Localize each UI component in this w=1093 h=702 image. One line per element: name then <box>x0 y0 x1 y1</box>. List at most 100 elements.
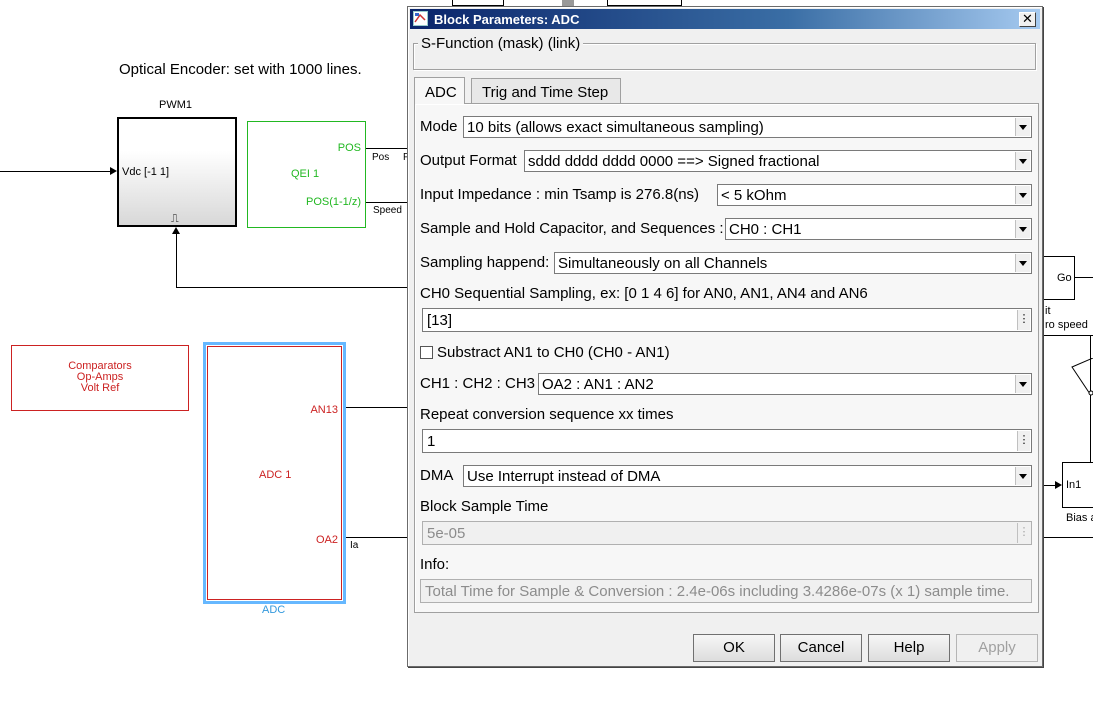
dma-value: Use Interrupt instead of DMA <box>467 468 661 485</box>
sample-hold-select[interactable]: CH0 : CH1 <box>725 218 1032 240</box>
chevron-down-icon <box>1015 152 1030 170</box>
fragment-it: it <box>1045 305 1051 317</box>
adc-block[interactable]: ADC 1 AN13 OA2 <box>203 342 346 604</box>
help-button[interactable]: Help <box>868 634 950 662</box>
cancel-button[interactable]: Cancel <box>780 634 862 662</box>
close-icon[interactable]: ✕ <box>1019 12 1036 27</box>
wire <box>1043 537 1093 538</box>
subtract-checkbox[interactable] <box>420 346 433 359</box>
sampling-value: Simultaneously on all Channels <box>558 255 768 272</box>
more-options-icon[interactable]: ⋮ <box>1017 523 1030 543</box>
input-impedance-value: < 5 kOhm <box>721 187 787 204</box>
signal-speed: Speed <box>373 205 402 216</box>
dma-select[interactable]: Use Interrupt instead of DMA <box>463 465 1032 487</box>
sample-time-value: 5e-05 <box>427 525 466 542</box>
input-impedance-label: Input Impedance : min Tsamp is 276.8(ns) <box>420 186 700 203</box>
adc-port-oa2: OA2 <box>315 534 338 546</box>
comparators-line3: Volt Ref <box>80 382 120 394</box>
dma-label: DMA <box>420 467 454 484</box>
title-bar[interactable]: Block Parameters: ADC ✕ <box>410 9 1040 29</box>
qei-port-speed: POS(1-1/z) <box>305 196 361 208</box>
repeat-label: Repeat conversion sequence xx times <box>420 406 674 423</box>
qei-block[interactable]: QEI 1 POS POS(1-1/z) <box>247 121 366 228</box>
arrow-head <box>110 167 117 175</box>
tab-adc[interactable]: ADC <box>414 77 465 104</box>
chevron-down-icon <box>1015 254 1030 272</box>
arrow-head <box>172 227 180 234</box>
dialog-title: Block Parameters: ADC <box>434 12 580 27</box>
mode-select[interactable]: 10 bits (allows exact simultaneous sampl… <box>463 116 1032 138</box>
mask-groupbox: S-Function (mask) (link) <box>413 35 1036 70</box>
wire <box>1075 277 1093 278</box>
qei-port-pos: POS <box>337 142 361 154</box>
adc-port-an13: AN13 <box>310 404 338 416</box>
signal-pos: Pos <box>372 152 390 163</box>
wire <box>1043 335 1093 336</box>
wire <box>0 171 114 172</box>
output-format-select[interactable]: sddd dddd dddd 0000 ==> Signed fractiona… <box>524 150 1032 172</box>
wire <box>366 148 407 149</box>
wire <box>366 202 407 203</box>
bias-block[interactable]: In1 <box>1062 462 1093 508</box>
ok-button[interactable]: OK <box>693 634 775 662</box>
wire <box>176 233 177 288</box>
chevron-down-icon <box>1015 220 1030 238</box>
adc-tab-panel: Mode 10 bits (allows exact simultaneous … <box>414 103 1039 613</box>
adc-block-body: ADC 1 AN13 OA2 <box>207 346 342 600</box>
chevron-down-icon <box>1015 467 1030 485</box>
bias-in1: In1 <box>1066 479 1082 491</box>
encoder-note: Optical Encoder: set with 1000 lines. <box>119 61 362 78</box>
tab-trig-and-time-step[interactable]: Trig and Time Step <box>471 78 621 103</box>
mode-value: 10 bits (allows exact simultaneous sampl… <box>467 119 764 136</box>
comparators-block[interactable]: Comparators Op-Amps Volt Ref <box>11 345 189 411</box>
input-impedance-select[interactable]: < 5 kOhm <box>717 184 1032 206</box>
ch123-select[interactable]: OA2 : AN1 : AN2 <box>538 373 1032 395</box>
output-format-value: sddd dddd dddd 0000 ==> Signed fractiona… <box>528 153 820 170</box>
more-options-icon[interactable]: ⋮ <box>1017 310 1030 330</box>
more-options-icon[interactable]: ⋮ <box>1017 431 1030 451</box>
sampling-select[interactable]: Simultaneously on all Channels <box>554 252 1032 274</box>
subtract-label: Substract AN1 to CH0 (CH0 - AN1) <box>437 344 670 361</box>
sample-time-input[interactable]: 5e-05 ⋮ <box>422 521 1032 545</box>
wire <box>346 537 407 538</box>
comparators-line2: Op-Amps <box>76 371 124 383</box>
apply-button[interactable]: Apply <box>956 634 1038 662</box>
ch0-seq-label: CH0 Sequential Sampling, ex: [0 1 4 6] f… <box>420 285 868 302</box>
info-label: Info: <box>420 556 450 573</box>
repeat-input[interactable]: 1 ⋮ <box>422 429 1032 453</box>
ch0-seq-input[interactable]: [13] ⋮ <box>422 308 1032 332</box>
bias-label: Bias a <box>1066 512 1093 524</box>
sampling-label: Sampling happend: <box>420 254 550 271</box>
pwm-output-port: ⎍ <box>171 213 179 225</box>
info-value: Total Time for Sample & Conversion : 2.4… <box>425 583 1010 600</box>
adc-caption: ADC <box>262 604 286 616</box>
gain-block[interactable] <box>1070 358 1093 398</box>
fragment-speed: ro speed <box>1045 319 1088 331</box>
adc-name: ADC 1 <box>259 469 292 481</box>
hidden-block-stub <box>607 0 682 6</box>
block-parameters-dialog: Block Parameters: ADC ✕ S-Function (mask… <box>407 6 1043 667</box>
arrow-head <box>1055 481 1062 489</box>
groupbox-label: S-Function (mask) (link) <box>418 35 584 52</box>
chevron-down-icon <box>1015 118 1030 136</box>
info-field: Total Time for Sample & Conversion : 2.4… <box>420 579 1032 603</box>
chevron-down-icon <box>1015 375 1030 393</box>
simulink-app-icon <box>413 11 428 26</box>
sample-time-label: Block Sample Time <box>420 498 549 515</box>
wire <box>1043 485 1059 486</box>
pwm-block[interactable]: Vdc [-1 1] ⎍ <box>117 117 237 227</box>
ch123-value: OA2 : AN1 : AN2 <box>542 376 654 393</box>
chevron-down-icon <box>1015 186 1030 204</box>
go-label: Go <box>1057 272 1072 284</box>
go-block[interactable]: Go <box>1043 256 1075 300</box>
sample-hold-value: CH0 : CH1 <box>729 221 802 238</box>
ch123-label: CH1 : CH2 : CH3 <box>420 375 536 392</box>
sample-hold-label: Sample and Hold Capacitor, and Sequences… <box>420 220 724 237</box>
signal-p: P <box>403 152 410 163</box>
output-format-label: Output Format <box>420 152 517 169</box>
comparators-line1: Comparators <box>68 360 132 372</box>
qei-name: QEI 1 <box>291 168 320 180</box>
mode-label: Mode <box>420 118 458 135</box>
pwm-input-port: Vdc [-1 1] <box>122 166 170 178</box>
